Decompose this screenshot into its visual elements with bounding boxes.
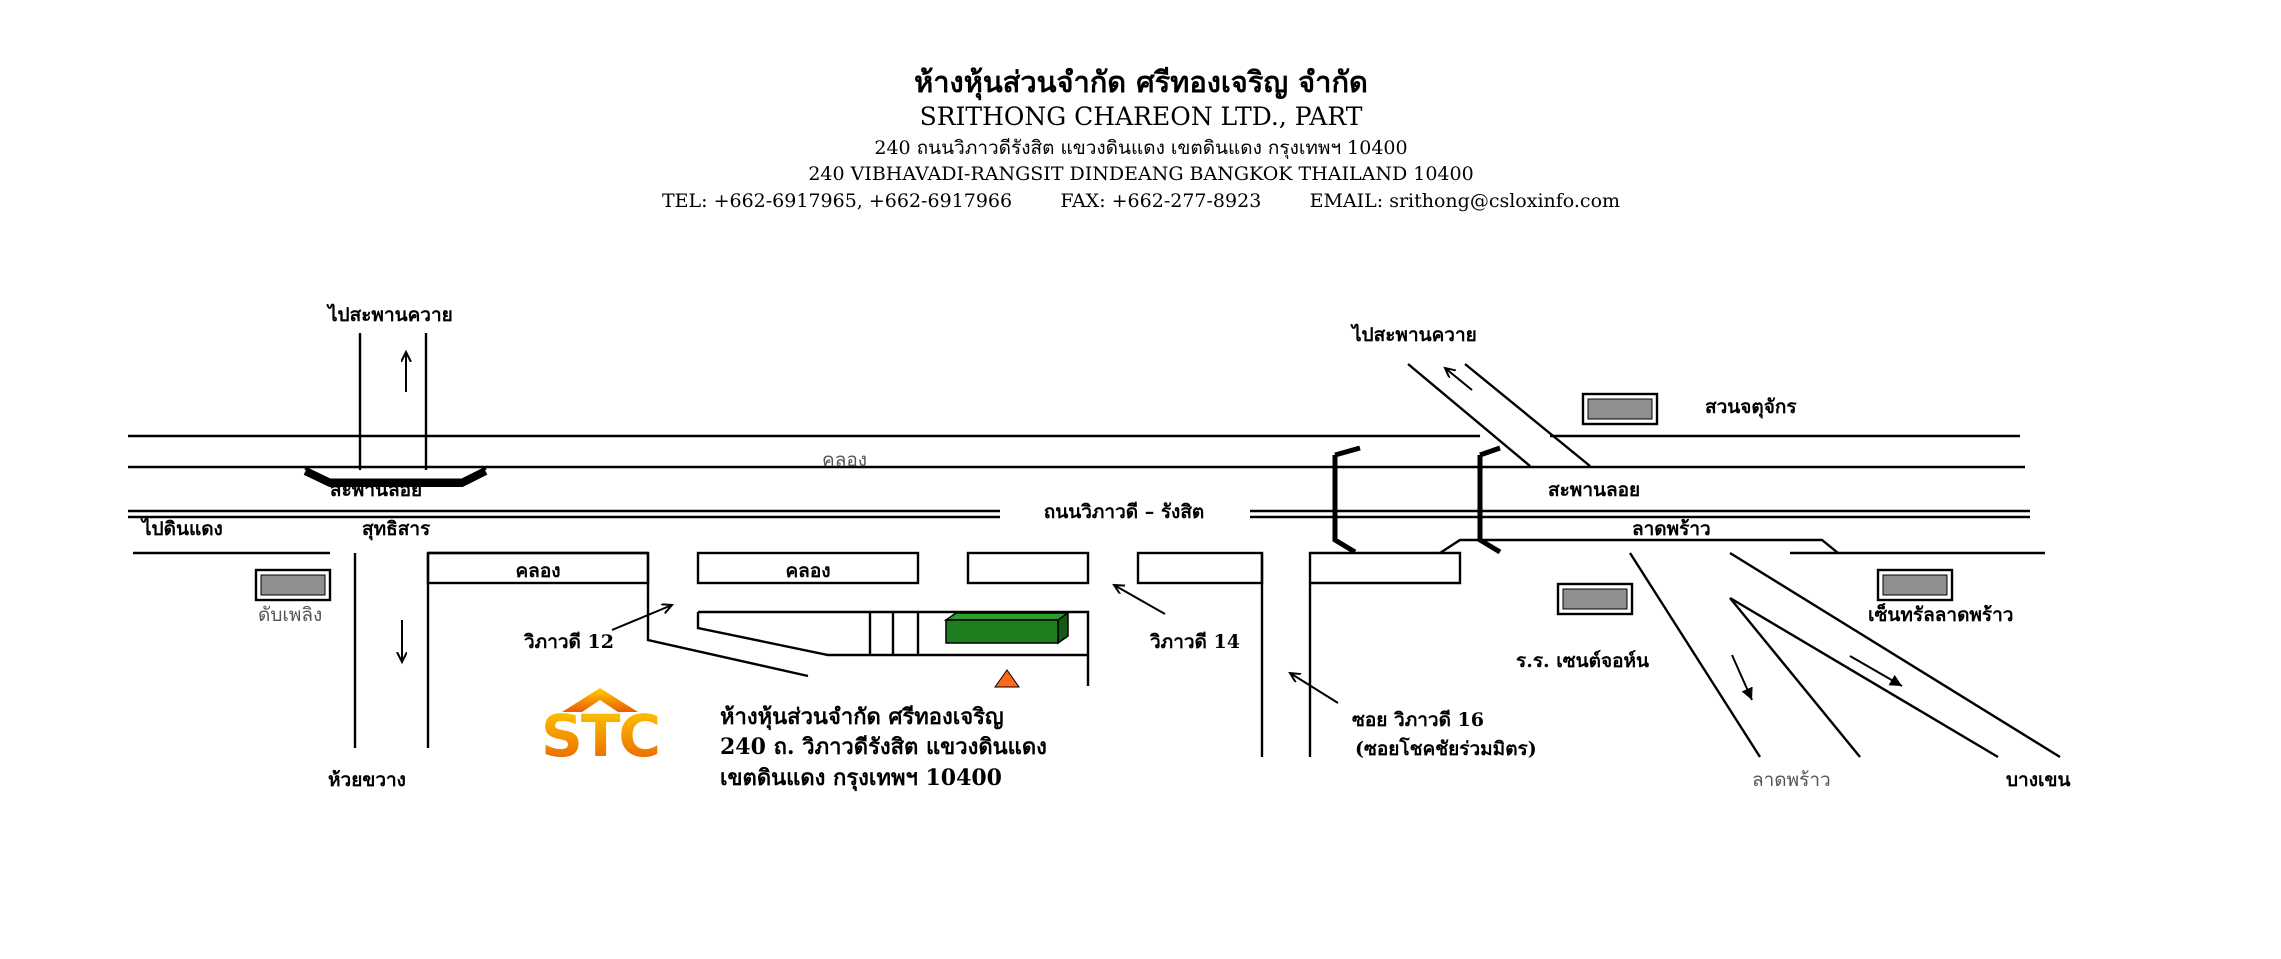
map-labels: ไปสะพานควาย ไปสะพานควาย สวนจตุจักร คลอง … (140, 303, 2070, 791)
label-st-john-school: ร.ร. เซนต์จอห์น (1516, 650, 1649, 672)
company-building (943, 611, 1071, 645)
arrow-icon (1849, 655, 1903, 687)
label-vibhavadi-14: วิภาวดี 14 (1150, 631, 1240, 653)
label-lat-phrao-top: ลาดพร้าว (1632, 518, 1711, 540)
label-sutthisan: สุทธิสาร (362, 518, 431, 541)
company-address-line-3: เขตดินแดง กรุงเทพฯ 10400 (720, 765, 1002, 792)
label-fire-station: ดับเพลิง (258, 604, 322, 626)
label-overpass-left: สะพานลอย (330, 479, 422, 501)
building-icon (1556, 582, 1634, 616)
label-to-din-daeng: ไปดินแดง (140, 517, 223, 540)
road-network (128, 333, 2061, 759)
building-icon (1581, 392, 1659, 426)
label-overpass-right: สะพานลอย (1548, 479, 1640, 501)
logo-text: STC (541, 702, 659, 770)
stc-logo: STC (541, 688, 661, 770)
label-canal-2: คลอง (785, 560, 830, 582)
arrow-icon (1114, 585, 1166, 615)
logo-roof (562, 688, 638, 712)
company-name-thai: ห้างหุ้นส่วนจำกัด ศรีทองเจริญ จำกัด (914, 65, 1368, 100)
label-canal-1: คลอง (515, 560, 560, 582)
company-name-english: SRITHONG CHAREON LTD., PART (920, 102, 1363, 131)
label-vibhavadi-12: วิภาวดี 12 (524, 631, 614, 653)
arrow-icon (1445, 368, 1473, 391)
arrow-icon (1290, 673, 1339, 704)
label-central-lat-phrao: เซ็นทรัลลาดพร้าว (1868, 602, 2013, 626)
label-to-saphan-khwai-left: ไปสะพานควาย (326, 303, 453, 326)
label-lat-phrao-bottom: ลาดพร้าว (1752, 769, 1831, 791)
arrow-icon (1731, 654, 1753, 701)
landmarks (254, 392, 1954, 688)
label-huai-khwang: ห้วยขวาง (328, 769, 406, 791)
company-address-block: ห้างหุ้นส่วนจำกัด ศรีทองเจริญ 240 ถ. วิภ… (720, 704, 1047, 792)
label-bang-khen: บางเขน (2006, 769, 2070, 791)
label-vibhavadi-road: ถนนวิภาวดี – รังสิต (1044, 501, 1205, 523)
contact-line: TEL: +662-6917965, +662-6917966 FAX: +66… (662, 190, 1620, 212)
address-english: 240 VIBHAVADI-RANGSIT DINDEANG BANGKOK T… (808, 163, 1473, 185)
company-address-line-1: ห้างหุ้นส่วนจำกัด ศรีทองเจริญ (720, 704, 1004, 731)
label-canal-top: คลอง (822, 449, 867, 471)
company-address-line-2: 240 ถ. วิภาวดีรังสิต แขวงดินแดง (720, 734, 1047, 760)
direction-arrows (402, 352, 1903, 704)
building-icon (1876, 568, 1954, 602)
building-icon (254, 568, 332, 602)
label-to-saphan-khwai-right: ไปสะพานควาย (1350, 323, 1477, 346)
triangle-marker-icon (994, 669, 1020, 688)
label-soi-chok-chai: (ซอยโชคชัยร่วมมิตร) (1355, 737, 1537, 760)
label-soi-vibhavadi-16: ซอย วิภาวดี 16 (1352, 709, 1484, 731)
arrow-icon (611, 605, 672, 631)
letterhead: ห้างหุ้นส่วนจำกัด ศรีทองเจริญ จำกัด SRIT… (662, 65, 1620, 212)
label-suan-chatuchak: สวนจตุจักร (1705, 396, 1797, 419)
address-thai: 240 ถนนวิภาวดีรังสิต แขวงดินแดง เขตดินแด… (874, 137, 1407, 160)
